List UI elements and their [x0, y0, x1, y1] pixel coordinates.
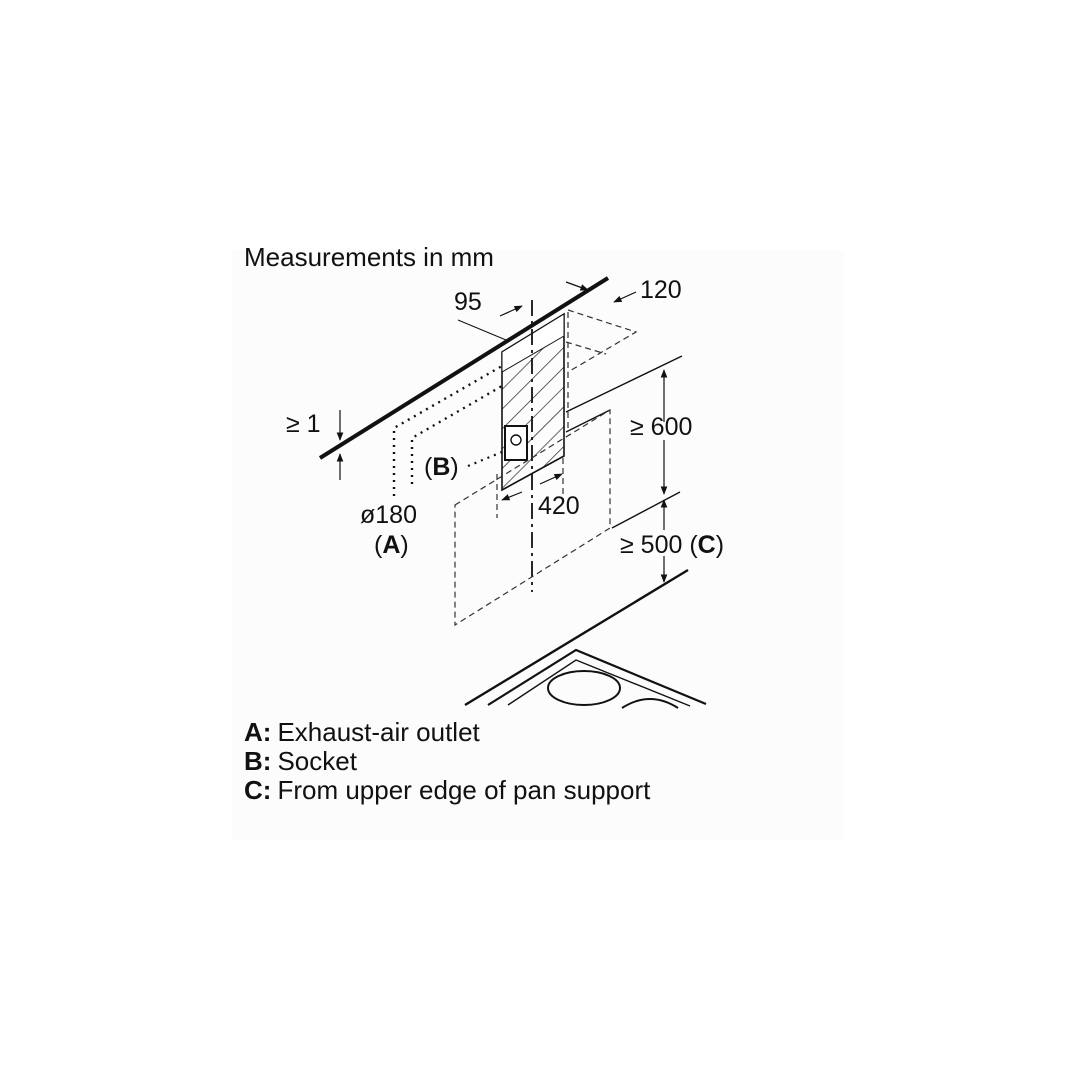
- dim120-arrow-left: [565, 281, 589, 291]
- dimension-120-label: 120: [640, 276, 682, 304]
- wall-lower-line: [611, 491, 681, 529]
- dimension-500-label: ≥ 500: [620, 531, 683, 559]
- wall-mid-line: [565, 409, 611, 433]
- exhaust-duct-dotted-2: [410, 384, 503, 484]
- wall-top-line: [565, 355, 683, 413]
- callout-b-letter: B: [432, 453, 451, 481]
- cooktop-burner-1: [547, 670, 621, 706]
- socket-circle: [510, 434, 522, 446]
- exhaust-duct-dotted: [392, 364, 503, 496]
- dimension-min-gap-label: ≥ 1: [286, 410, 321, 438]
- hood-outline: [454, 408, 611, 627]
- dim95-ext: [457, 319, 507, 341]
- cooktop-back-edge: [464, 568, 689, 707]
- chimney-top: [501, 313, 565, 373]
- socket-box: [504, 425, 528, 461]
- legend-text: From upper edge of pan support: [277, 775, 651, 805]
- dim420-arrow-right: [539, 473, 563, 485]
- chimney-dashed-outline: [567, 309, 638, 373]
- legend-text: Exhaust-air outlet: [277, 717, 480, 747]
- legend: A:Exhaust-air outlet B:Socket C:From upp…: [244, 718, 650, 805]
- chimney-dashed-inner: [565, 341, 607, 355]
- cooktop-burner-2: [621, 698, 679, 709]
- callout-b: (B): [424, 453, 459, 481]
- ceiling-line: [318, 276, 610, 460]
- dimension-600-label: ≥ 600: [630, 413, 693, 441]
- legend-row-c: C:From upper edge of pan support: [244, 776, 650, 805]
- dim120-arrow-right: [613, 291, 637, 303]
- legend-text: Socket: [277, 746, 357, 776]
- dim95-arrow: [499, 305, 523, 317]
- socket-leader: [467, 450, 503, 468]
- measurements-heading: Measurements in mm: [244, 242, 494, 272]
- legend-row-a: A:Exhaust-air outlet: [244, 718, 650, 747]
- callout-a-letter: A: [382, 531, 401, 559]
- legend-key: B:: [244, 746, 272, 776]
- callout-c-letter: C: [697, 531, 716, 559]
- dimension-diameter-label: ø180: [360, 501, 417, 529]
- dimension-500-with-callout: ≥ 500 (C): [620, 531, 725, 559]
- legend-key: A:: [244, 717, 272, 747]
- dimension-420-label: 420: [538, 492, 580, 520]
- cooktop-surface-inner: [507, 659, 691, 707]
- cooktop-surface: [487, 648, 707, 706]
- dim420-arrow-left: [501, 491, 523, 501]
- legend-row-b: B:Socket: [244, 747, 650, 776]
- legend-key: C:: [244, 775, 272, 805]
- callout-a: (A): [374, 531, 409, 559]
- dimension-95-label: 95: [454, 288, 482, 316]
